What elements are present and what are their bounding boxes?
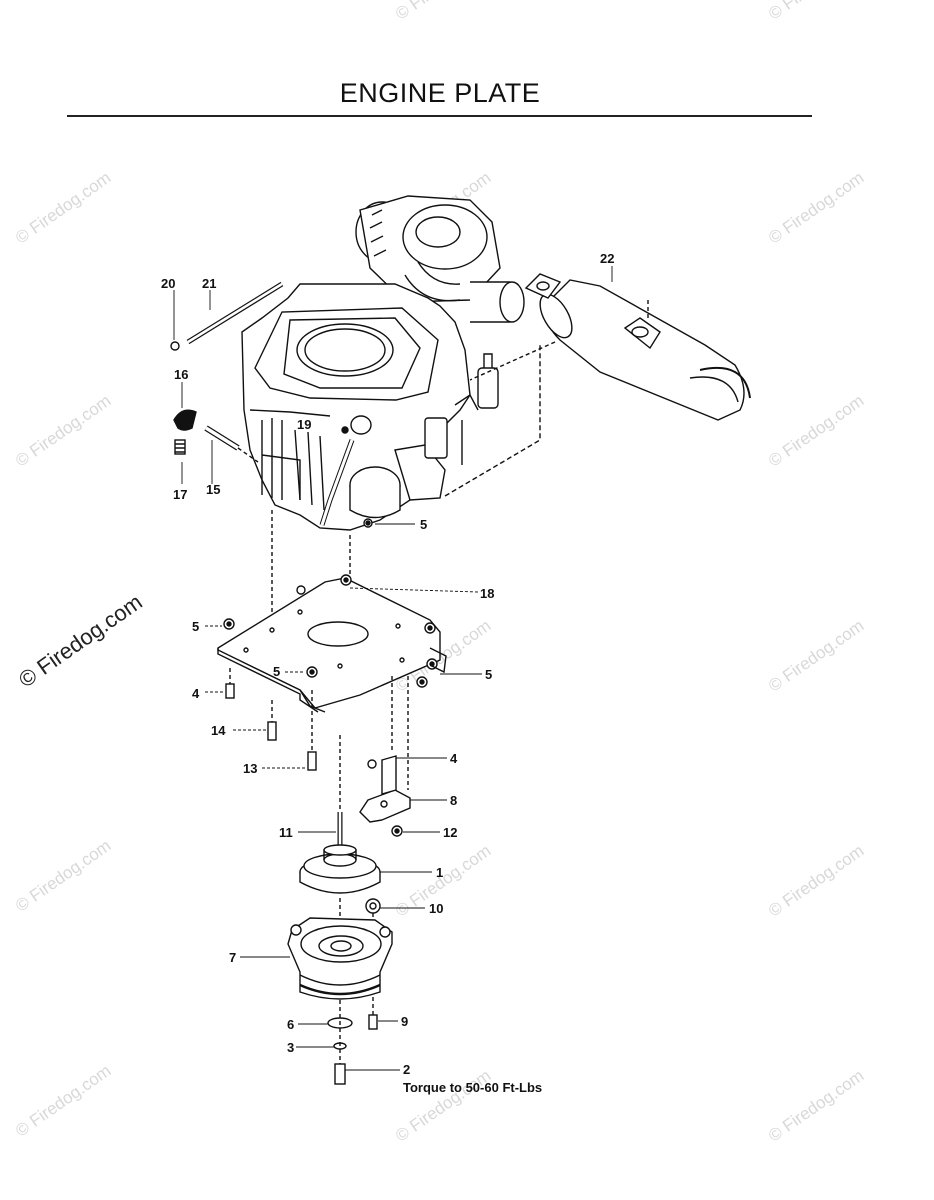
callout-4: 4 — [192, 686, 200, 701]
callout-14: 14 — [211, 723, 226, 738]
callout-10: 10 — [429, 901, 444, 916]
spacer-icon — [365, 898, 381, 914]
title-rule — [67, 115, 812, 117]
callout-12: 12 — [443, 825, 458, 840]
leader-lines — [173, 266, 613, 1071]
callout-7: 7 — [229, 950, 237, 965]
callout-9: 9 — [401, 1014, 409, 1029]
bolt-icon — [267, 721, 277, 741]
callout-21: 21 — [202, 276, 217, 291]
engine-plate-icon — [217, 574, 447, 713]
callout-18: 18 — [480, 586, 495, 601]
bolt-icon — [368, 1014, 378, 1030]
page-title: ENGINE PLATE — [339, 78, 541, 108]
callout-5: 5 — [192, 619, 200, 634]
callout-11: 11 — [279, 825, 293, 840]
bolt-icon — [307, 751, 317, 771]
pulley-icon — [299, 844, 381, 894]
elbow-icon — [173, 409, 197, 431]
callout-4: 4 — [450, 751, 458, 766]
callout-13: 13 — [243, 761, 258, 776]
callout-6: 6 — [287, 1017, 295, 1032]
electric-clutch-icon — [287, 917, 393, 1000]
callout-15: 15 — [206, 482, 221, 497]
callout-5: 5 — [485, 667, 493, 682]
fitting-icon — [174, 439, 186, 455]
engine-icon — [241, 195, 541, 531]
bracket-icon — [359, 755, 411, 823]
callout-5: 5 — [273, 664, 281, 679]
muffler-icon — [469, 273, 751, 421]
callout-5: 5 — [420, 517, 428, 532]
callout-20: 20 — [161, 276, 176, 291]
callout-22: 22 — [600, 251, 615, 266]
bolt-icon — [334, 1063, 346, 1085]
callout-16: 16 — [174, 367, 189, 382]
callout-19: 19 — [297, 417, 312, 432]
callout-2: 2 — [403, 1062, 411, 1077]
callout-3: 3 — [287, 1040, 295, 1055]
callout-1: 1 — [436, 865, 444, 880]
plug-icon — [170, 341, 180, 351]
torque-note: Torque to 50-60 Ft-Lbs — [403, 1080, 543, 1095]
callout-8: 8 — [450, 793, 458, 808]
callout-17: 17 — [173, 487, 188, 502]
air-cleaner-icon — [355, 195, 525, 323]
